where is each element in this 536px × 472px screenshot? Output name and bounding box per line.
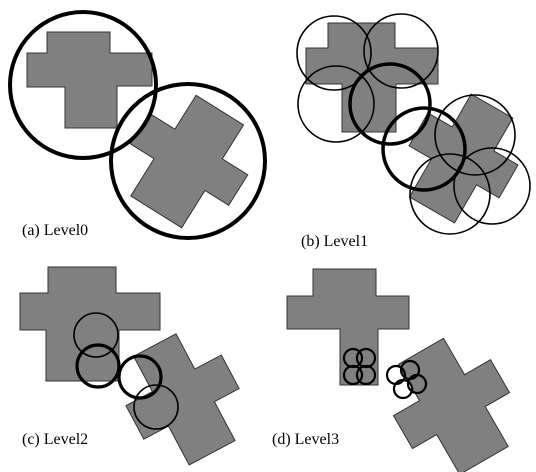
rotated-cross-shape [408,93,519,224]
bounding-sphere-cluster-rotated [385,359,428,400]
caption-level0: (a) Level0 [22,222,88,239]
bounding-sphere-level1-highlight [381,106,467,192]
bounding-sphere-cluster-upright [342,347,377,386]
bounding-sphere-level1 [409,153,491,235]
panel-b: (b) Level1 [296,13,531,250]
upright-cross-shape [305,22,439,133]
rotated-cross-shape [125,333,240,466]
bounding-sphere-level1 [363,13,439,89]
bounding-sphere-level2 [133,384,179,430]
bounding-sphere-level3 [392,378,414,400]
bounding-sphere-level3 [355,364,377,386]
bounding-sphere-level0-rotated [109,82,267,240]
upright-cross-shape [26,31,153,129]
bounding-sphere-level3 [342,364,364,386]
bounding-sphere-level1-highlight [348,62,432,146]
bounding-sphere-level1 [296,15,372,91]
upright-cross-shape [286,268,410,386]
bounding-sphere-level1 [297,65,375,143]
bounding-sphere-level0-upright [8,10,158,160]
bounding-sphere-level2-highlight [75,343,121,389]
caption-level1: (b) Level1 [301,233,368,250]
bounding-sphere-level1 [453,147,531,225]
bounding-sphere-level3 [406,373,428,395]
rotated-cross-shape [129,94,249,229]
panel-a: (a) Level0 [8,10,267,240]
bounding-sphere-level1 [434,94,516,176]
bounding-sphere-level2-highlight [117,354,163,400]
caption-level3: (d) Level3 [272,431,339,448]
caption-level2: (c) Level2 [22,431,88,448]
panel-d: (d) Level3 [272,268,511,472]
rotated-cross-shape [392,337,511,472]
bounding-sphere-level2 [73,312,119,358]
panel-c: (c) Level2 [19,266,240,466]
